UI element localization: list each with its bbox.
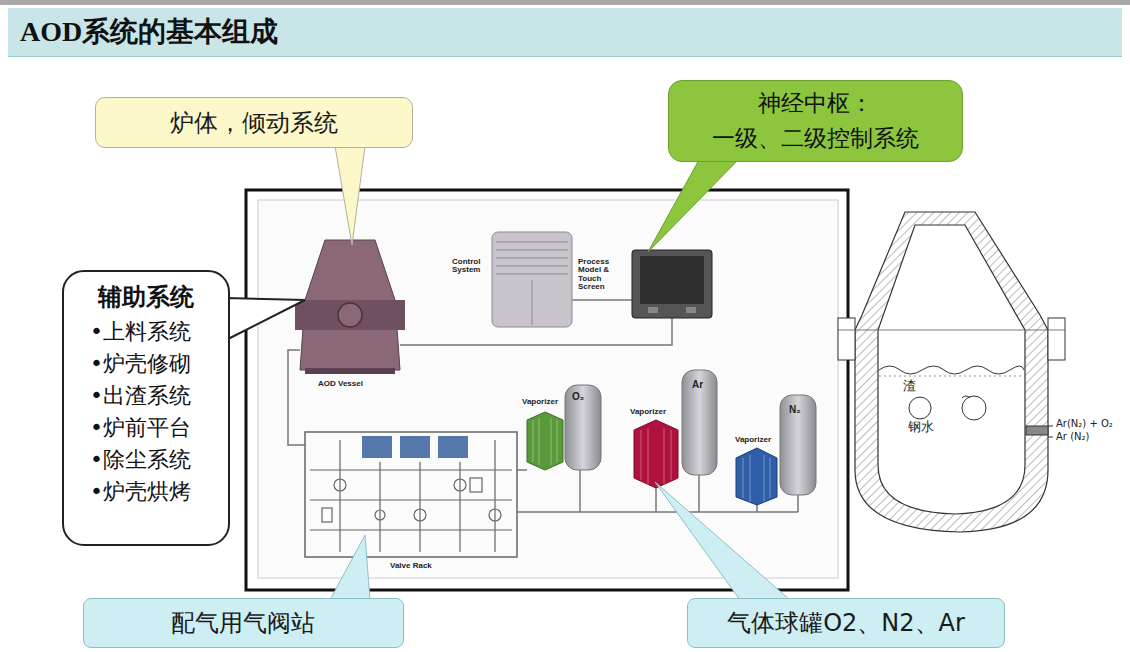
callout-box: 配气用气阀站 bbox=[83, 598, 404, 648]
part-label: Vaporizer bbox=[735, 436, 771, 444]
callout-text: 炉体，倾动系统 bbox=[170, 108, 338, 138]
section-label: 钢水 bbox=[908, 420, 934, 434]
section-label: 渣 bbox=[903, 379, 916, 393]
list-heading: 辅助系统 bbox=[98, 282, 194, 312]
callout-box: 辅助系统 •上料系统•炉壳修砌•出渣系统•炉前平台•除尘系统•炉壳烘烤 bbox=[62, 270, 230, 546]
part-label: Control System bbox=[452, 258, 490, 275]
list-item: •炉壳修砌 bbox=[90, 348, 191, 380]
gas-label: Ar (N₂) bbox=[1056, 432, 1089, 443]
list-item: •上料系统 bbox=[90, 316, 191, 348]
part-label: Process Model & Touch Screen bbox=[578, 258, 622, 292]
list-item: •出渣系统 bbox=[90, 380, 191, 412]
part-label: Valve Rack bbox=[390, 562, 432, 570]
callout-box: 气体球罐O2、N2、Ar bbox=[687, 598, 1005, 648]
title-band: AOD系统的基本组成 bbox=[8, 8, 1122, 57]
part-label: Vaporizer bbox=[522, 398, 558, 406]
callout-text: 配气用气阀站 bbox=[171, 608, 315, 638]
part-label: Vaporizer bbox=[630, 408, 666, 416]
gas-label: Ar bbox=[692, 380, 703, 391]
list-item: •炉壳烘烤 bbox=[90, 476, 191, 508]
callout-box: 炉体，倾动系统 bbox=[95, 97, 413, 148]
list-item: •炉前平台 bbox=[90, 412, 191, 444]
callout-text: 一级、二级控制系统 bbox=[712, 124, 919, 153]
list-item: •除尘系统 bbox=[90, 444, 191, 476]
callout-text: 气体球罐O2、N2、Ar bbox=[727, 608, 965, 638]
slide-title: AOD系统的基本组成 bbox=[20, 13, 278, 51]
part-label: AOD Vessel bbox=[318, 380, 363, 388]
gas-label: Ar(N₂) + O₂ bbox=[1056, 419, 1113, 430]
gas-label: O₂ bbox=[572, 392, 584, 403]
callout-text: 神经中枢： bbox=[758, 89, 873, 118]
callout-box: 神经中枢： 一级、二级控制系统 bbox=[668, 80, 963, 162]
gas-label: N₂ bbox=[789, 405, 801, 416]
